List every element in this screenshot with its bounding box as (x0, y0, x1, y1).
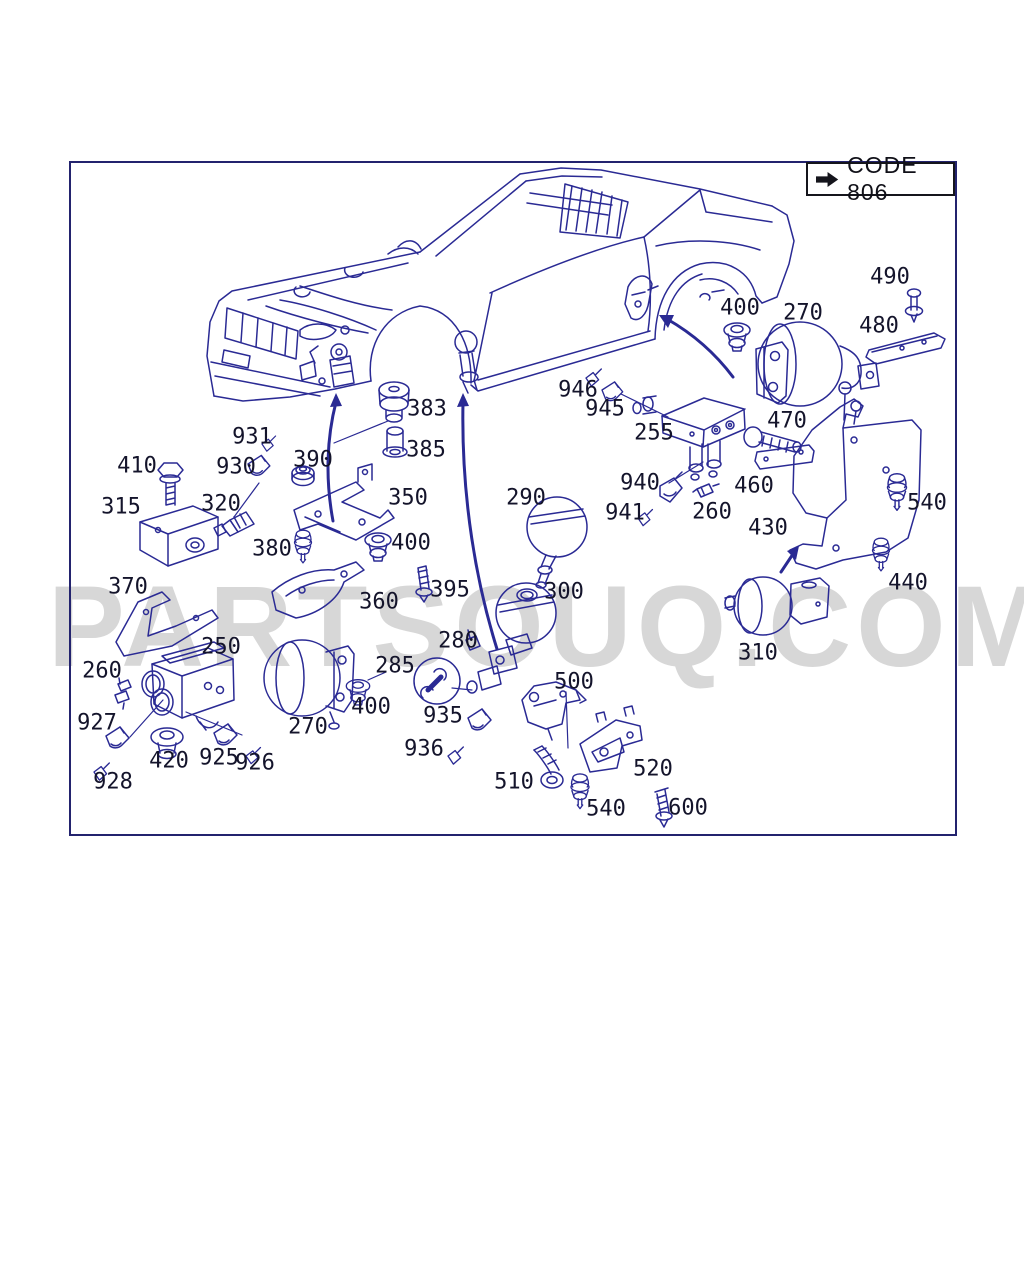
callout-320: 320 (201, 491, 241, 517)
callout-926: 926 (235, 750, 275, 776)
part-icon-bracket-500 (521, 681, 587, 741)
part-icon-bracket-520 (579, 705, 643, 773)
callout-350: 350 (388, 485, 428, 511)
pointer-arrows (326, 315, 799, 651)
part-icon-screw-600 (654, 787, 673, 828)
part-icon-grommet-420 (150, 727, 184, 760)
callout-480: 480 (859, 313, 899, 339)
part-icon-cap-383 (378, 381, 410, 423)
callout-300: 300 (544, 579, 584, 605)
part-icon-funnel-940 (659, 471, 683, 503)
callout-930: 930 (216, 454, 256, 480)
callout-935: 935 (423, 703, 463, 729)
code-badge-label: CODE 806 (847, 152, 918, 205)
callout-383: 383 (407, 396, 447, 422)
part-icon-mount-540-right (886, 473, 908, 512)
callout-370: 370 (108, 574, 148, 600)
part-icon-sleeve-385 (382, 426, 408, 458)
part-icon-valve-936 (447, 746, 464, 765)
callout-540-bottom: 540 (586, 796, 626, 822)
callout-390: 390 (293, 447, 333, 473)
callout-440: 440 (888, 570, 928, 596)
callout-260-left: 260 (82, 658, 122, 684)
callout-285: 285 (375, 653, 415, 679)
part-icon-sphere-270-bottom (263, 639, 355, 730)
callout-460: 460 (734, 473, 774, 499)
part-icon-clip-935 (467, 708, 492, 731)
callout-270-bottom: 270 (288, 714, 328, 740)
part-icon-bracket-350 (293, 463, 395, 541)
callout-400-mid: 400 (391, 530, 431, 556)
part-icon-valveblock-255 (632, 395, 746, 481)
callout-941: 941 (605, 500, 645, 526)
callout-470: 470 (767, 408, 807, 434)
callout-290: 290 (506, 485, 546, 511)
part-icon-nut-390 (291, 465, 315, 487)
callout-310: 310 (738, 640, 778, 666)
callout-945: 945 (585, 396, 625, 422)
callout-360: 360 (359, 589, 399, 615)
callout-490: 490 (870, 264, 910, 290)
callout-400-bottom: 400 (351, 694, 391, 720)
part-icon-sensor-320 (213, 511, 255, 537)
callout-931: 931 (232, 424, 272, 450)
part-icon-screw-395 (415, 565, 433, 603)
part-icon-bracket-360 (271, 561, 365, 619)
part-icon-sphere-280 (465, 582, 557, 694)
part-icon-plate-460 (754, 444, 815, 470)
special-tool-wrench-icon (413, 657, 461, 705)
callout-946: 946 (558, 377, 598, 403)
diagram-border (69, 161, 957, 836)
callout-385: 385 (406, 437, 446, 463)
callout-315: 315 (101, 494, 141, 520)
part-icon-bolt-510 (533, 745, 564, 789)
callout-420: 420 (149, 748, 189, 774)
part-icon-screw-490 (904, 288, 924, 323)
callout-255: 255 (634, 420, 674, 446)
part-icon-rail-480 (865, 332, 946, 365)
part-icon-fitting-260-mid (692, 483, 720, 498)
part-icon-plug-400-mid (364, 532, 392, 562)
watermark-text: PARTSOUQ.COM (48, 563, 1024, 691)
car-body-drawing (206, 167, 795, 402)
part-icon-mount-380 (293, 529, 313, 564)
callout-540-right: 540 (907, 490, 947, 516)
callout-395: 395 (430, 577, 470, 603)
callout-600: 600 (668, 795, 708, 821)
part-icon-oring-300 (516, 588, 538, 602)
part-icon-sphere-290 (526, 496, 588, 589)
callout-510: 510 (494, 769, 534, 795)
callout-270-top: 270 (783, 300, 823, 326)
part-icon-pump-250 (141, 641, 235, 731)
callout-928: 928 (93, 769, 133, 795)
callout-260-mid: 260 (692, 499, 732, 525)
callout-410: 410 (117, 453, 157, 479)
part-icon-bracket-370 (115, 591, 219, 657)
callout-400-top: 400 (720, 295, 760, 321)
callout-925: 925 (199, 745, 239, 771)
callout-500: 500 (554, 669, 594, 695)
part-icon-sphere-310 (724, 576, 830, 636)
callout-430: 430 (748, 515, 788, 541)
callout-380: 380 (252, 536, 292, 562)
callout-927: 927 (77, 710, 117, 736)
callout-936: 936 (404, 736, 444, 762)
callout-280: 280 (438, 628, 478, 654)
code-badge: CODE 806 (806, 152, 955, 205)
right-arrow-icon (816, 171, 839, 187)
part-icon-bracket-430 (789, 381, 922, 570)
part-icon-plug-400-top (723, 322, 751, 352)
callout-520: 520 (633, 756, 673, 782)
part-icon-sphere-270-top (755, 321, 880, 407)
part-icon-bolt-410 (157, 462, 184, 506)
callout-940: 940 (620, 470, 660, 496)
part-icon-link-260-left (114, 677, 132, 710)
part-icon-block-315 (139, 505, 219, 567)
part-icon-clip-925 (213, 723, 238, 746)
callout-250: 250 (201, 634, 241, 660)
